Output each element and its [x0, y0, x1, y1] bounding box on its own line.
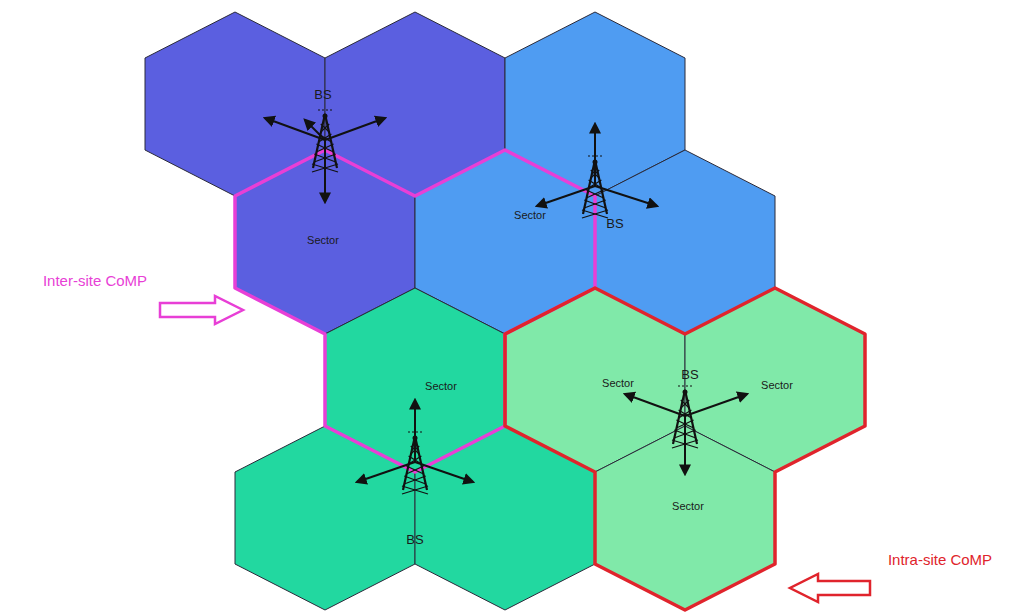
station-label: BS	[681, 368, 698, 382]
tower-icon	[582, 156, 608, 218]
hex-cell	[415, 426, 595, 610]
sector-arrow	[324, 140, 326, 202]
intra-site-pointer	[790, 574, 870, 602]
sector-label: Sector	[761, 379, 793, 391]
hex-cells	[145, 12, 865, 610]
sector-label: Sector	[672, 500, 704, 512]
sector-arrow	[265, 118, 325, 140]
sector-arrow	[325, 118, 385, 140]
sector-label: Sector	[425, 380, 457, 392]
sector-label: Sector	[307, 234, 339, 246]
callout-label: Inter-site CoMP	[43, 273, 147, 290]
intra-site-outline	[505, 288, 865, 610]
sector-arrow	[685, 394, 747, 416]
sector-label: Sector	[514, 209, 546, 221]
inter-site-outline	[235, 150, 595, 472]
tower-icon	[402, 432, 428, 494]
station-label: BS	[314, 88, 331, 102]
tower-icon	[672, 386, 698, 448]
callout-label: Intra-site CoMP	[888, 552, 992, 569]
sector-arrow	[625, 394, 685, 416]
sector-label: Sector	[602, 377, 634, 389]
station-label: BS	[606, 217, 623, 231]
base-stations	[265, 110, 747, 494]
inter-site-pointer	[160, 296, 243, 324]
tower-icon	[312, 110, 338, 172]
station-label: BS	[406, 533, 423, 547]
sector-arrow	[594, 124, 596, 186]
sector-arrow	[414, 400, 416, 462]
hex-cell	[235, 426, 415, 610]
